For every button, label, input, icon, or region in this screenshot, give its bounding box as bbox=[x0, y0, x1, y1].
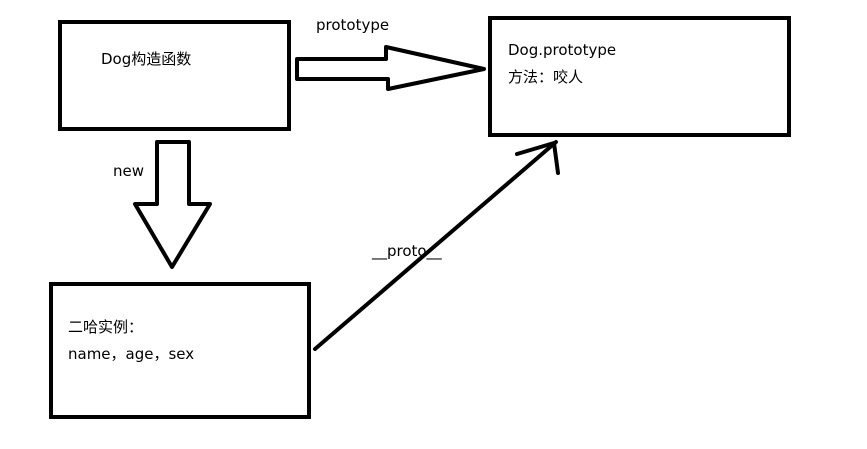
constructor-label: Dog构造函数 bbox=[101, 50, 192, 68]
proto-arrowhead bbox=[515, 141, 560, 175]
instance-node: 二哈实例： name，age，sex bbox=[49, 282, 311, 419]
prototype-title: Dog.prototype bbox=[508, 41, 617, 59]
prototype-node: Dog.prototype 方法：咬人 bbox=[488, 16, 791, 137]
instance-title: 二哈实例： bbox=[68, 318, 144, 336]
new-edge-label: new bbox=[113, 162, 145, 180]
instance-props: name，age，sex bbox=[68, 345, 195, 363]
prototype-arrow bbox=[295, 45, 486, 91]
proto-edge-label: __proto__ bbox=[372, 242, 442, 260]
proto-line bbox=[313, 140, 558, 351]
constructor-node: Dog构造函数 bbox=[58, 20, 291, 131]
prototype-edge-label: prototype bbox=[316, 16, 390, 34]
prototype-methods: 方法：咬人 bbox=[508, 68, 584, 86]
new-arrow bbox=[133, 140, 212, 269]
